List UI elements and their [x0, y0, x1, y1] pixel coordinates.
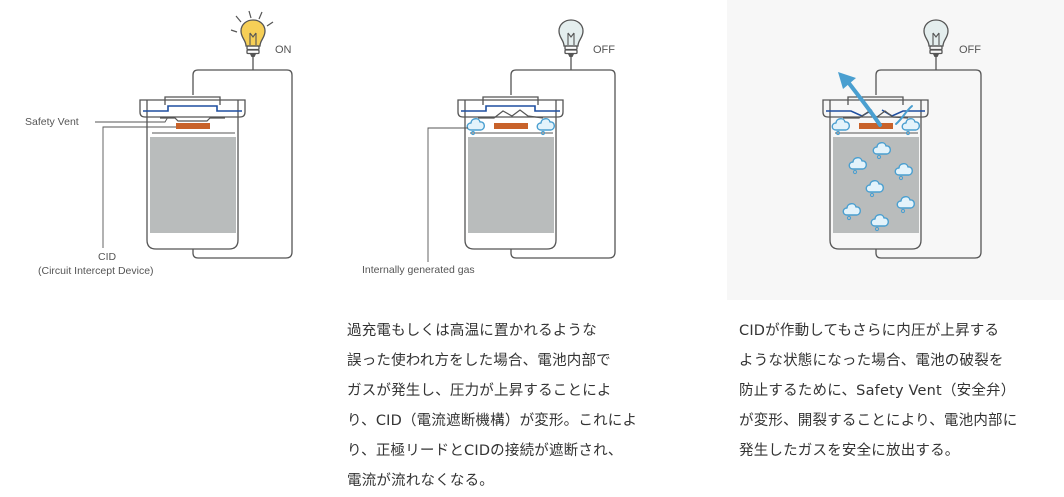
bulb-state-label: OFF [959, 44, 981, 56]
bulb-state-label: ON [275, 44, 292, 56]
safety-vent [143, 105, 242, 112]
gas-escape-secondary [895, 105, 913, 125]
bulb-on-icon [230, 10, 274, 58]
circuit-wire [192, 57, 293, 259]
terminal-cap [164, 96, 221, 105]
gas-cloud-icon [536, 118, 555, 136]
circuit-wire [510, 57, 616, 259]
circuit-wire [875, 57, 982, 259]
panel-2-cid-activated: OFF Internally generated gas [362, 19, 616, 276]
cell-top [457, 99, 564, 118]
cell-body [150, 137, 236, 233]
cell-casing [829, 100, 922, 250]
panel-3-vent-opened: OFF [727, 0, 1064, 300]
cell-top [139, 99, 246, 118]
bulb-off-icon [558, 19, 584, 58]
cid-plate-deformed [843, 110, 909, 119]
panel-1-normal: ON Safety Vent CID (Circuit Intercept De… [25, 10, 293, 277]
electrode-tab [494, 123, 528, 129]
gas-escape-arrow-head [838, 72, 856, 89]
terminal-cap [482, 96, 539, 105]
light-rays [230, 10, 274, 33]
electrode-tab [859, 123, 893, 129]
electrode-tab [176, 123, 210, 129]
cid-label-full: (Circuit Intercept Device) [38, 265, 154, 277]
bulb-state-label: OFF [593, 44, 615, 56]
cid-safety-vent-diagram: ON Safety Vent CID (Circuit Intercept De… [25, 0, 1064, 300]
gas-escape-arrow [846, 80, 882, 127]
cid-label: CID [98, 251, 117, 263]
gas-cloud-icon [466, 118, 485, 136]
cid-description: 過充電もしくは高温に置かれるような 誤った使われ方をした場合、電池内部で ガスが… [347, 323, 638, 489]
safety-vent [461, 105, 560, 112]
safety-vent-description: CIDが作動してもさらに内圧が上昇する ような状態になった場合、電池の破裂を 防… [739, 323, 1018, 459]
terminal-cap [847, 96, 904, 105]
cid-plate-deformed [478, 109, 544, 119]
cid-leader [102, 126, 176, 248]
bulb-off-icon [923, 19, 949, 58]
internal-gas-label: Internally generated gas [362, 264, 475, 276]
safety-vent-leader [95, 116, 169, 123]
cell-body [468, 137, 554, 233]
gas-leader [427, 127, 468, 262]
cell-casing [464, 100, 557, 250]
cell-top [822, 99, 929, 118]
cid-plate [160, 117, 225, 122]
safety-vent-label: Safety Vent [25, 116, 79, 128]
cell-casing [146, 100, 239, 250]
